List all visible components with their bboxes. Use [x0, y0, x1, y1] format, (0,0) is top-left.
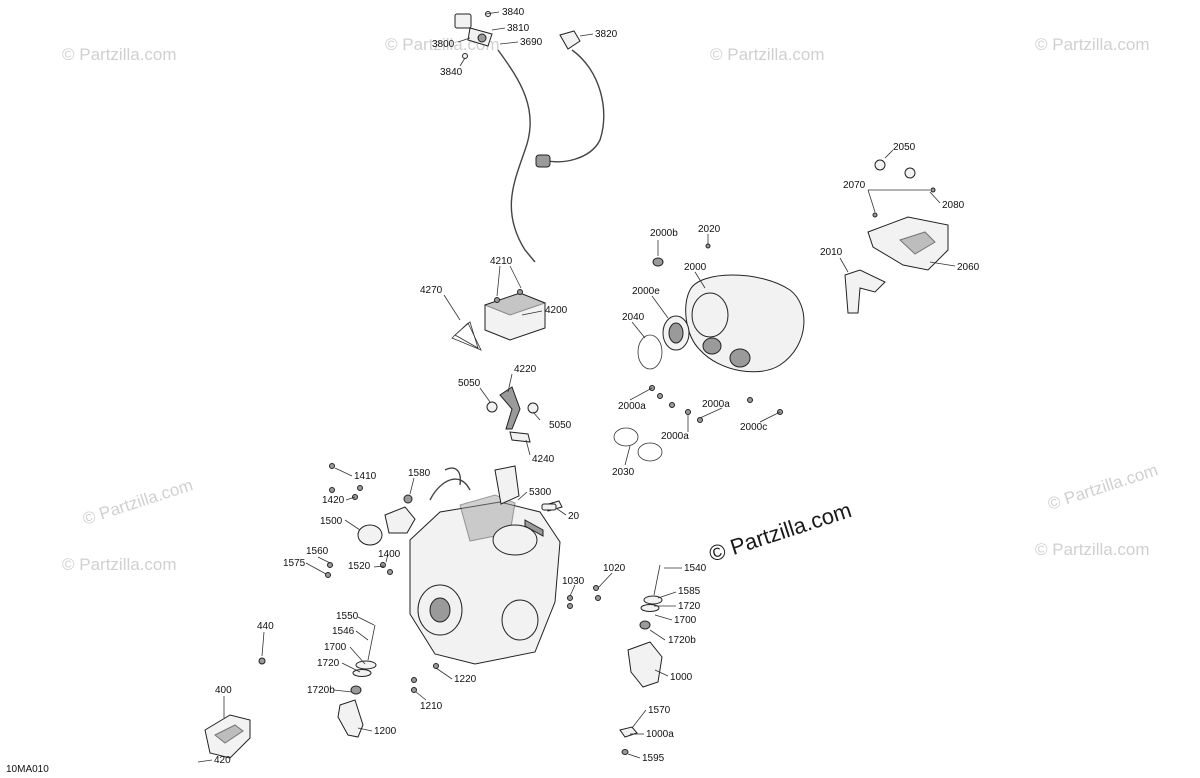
callout-2050: 2050	[893, 142, 916, 153]
callout-1700-right: 1700	[674, 615, 697, 626]
callout-1540: 1540	[684, 563, 707, 574]
watermarks: © Partzilla.com © Partzilla.com © Partzi…	[62, 35, 1160, 574]
callout-1020: 1020	[603, 563, 626, 574]
callout-1420: 1420	[322, 495, 345, 506]
callout-1030: 1030	[562, 576, 585, 587]
cvt-cover-icon	[637, 257, 805, 373]
callout-1550: 1550	[336, 611, 359, 622]
callout-2000b: 2000b	[650, 228, 678, 239]
callout-1570: 1570	[648, 705, 671, 716]
callout-1400: 1400	[378, 549, 401, 560]
left-engine-mount-icon	[337, 624, 377, 738]
callout-2040: 2040	[622, 312, 645, 323]
callout-2020: 2020	[698, 224, 721, 235]
callout-1200: 1200	[374, 726, 397, 737]
callout-2010: 2010	[820, 247, 843, 258]
callout-1410: 1410	[354, 471, 377, 482]
starter-icon	[357, 494, 416, 546]
leader-lines	[197, 11, 956, 763]
callout-5050-left: 5050	[458, 378, 481, 389]
callout-2000a-left: 2000a	[618, 401, 646, 412]
callout-2000: 2000	[684, 262, 707, 273]
callout-4270: 4270	[420, 285, 443, 296]
callout-3840-bottom: 3840	[440, 67, 463, 78]
callout-1210: 1210	[420, 701, 443, 712]
callout-20: 20	[568, 511, 580, 522]
callout-1520: 1520	[348, 561, 371, 572]
callout-1000a: 1000a	[646, 729, 674, 740]
callout-5300: 5300	[529, 487, 552, 498]
callout-1000: 1000	[670, 672, 693, 683]
callout-1546: 1546	[332, 626, 355, 637]
callout-3690: 3690	[520, 37, 543, 48]
callout-4200: 4200	[545, 305, 568, 316]
callout-1595: 1595	[642, 753, 665, 764]
callout-3840-top: 3840	[502, 7, 525, 18]
callout-420: 420	[214, 755, 231, 766]
callout-4220: 4220	[514, 364, 537, 375]
right-engine-mount-icon	[619, 564, 663, 755]
watermark-diag-right: © Partzilla.com	[1045, 460, 1160, 513]
callout-400: 400	[215, 685, 232, 696]
callout-1500: 1500	[320, 516, 343, 527]
watermark-diag-left: © Partzilla.com	[80, 475, 195, 528]
cable-assembly-icon	[454, 11, 605, 263]
engine-block-icon	[409, 465, 563, 665]
callout-2030: 2030	[612, 467, 635, 478]
callout-2000a-center: 2000a	[661, 431, 689, 442]
callout-1220: 1220	[454, 674, 477, 685]
callout-4210: 4210	[490, 256, 513, 267]
callout-labels: 3840 3810 3800 3690 3840 3820 2050 2070 …	[214, 7, 980, 766]
callout-1720b-left: 1720b	[307, 685, 335, 696]
watermark-mid-left: © Partzilla.com	[62, 555, 177, 574]
callout-440: 440	[257, 621, 274, 632]
watermark-mid-right: © Partzilla.com	[1035, 540, 1150, 559]
callout-1575: 1575	[283, 558, 306, 569]
watermark-top-right: © Partzilla.com	[710, 45, 825, 64]
ecm-module-icon	[451, 289, 547, 351]
clamp-icon	[613, 427, 663, 462]
harness-bracket-icon	[486, 386, 539, 443]
callout-3820: 3820	[595, 29, 618, 40]
callout-1720-right: 1720	[678, 601, 701, 612]
watermark-top-far-right: © Partzilla.com	[1035, 35, 1150, 54]
callout-1720-left: 1720	[317, 658, 340, 669]
callout-5050-right: 5050	[549, 420, 572, 431]
callout-1560: 1560	[306, 546, 329, 557]
callout-3800: 3800	[432, 39, 455, 50]
callout-3810: 3810	[507, 23, 530, 34]
callout-1700-left: 1700	[324, 642, 347, 653]
callout-2000c: 2000c	[740, 422, 767, 433]
rear-bracket-icon	[204, 657, 266, 759]
callout-2080: 2080	[942, 200, 965, 211]
watermark-top-left: © Partzilla.com	[62, 45, 177, 64]
callout-1585: 1585	[678, 586, 701, 597]
callout-4240: 4240	[532, 454, 555, 465]
callout-1720b-right: 1720b	[668, 635, 696, 646]
part-drawings	[204, 11, 949, 759]
callout-2070: 2070	[843, 180, 866, 191]
diagram-code: 10MA010	[6, 764, 49, 775]
callout-2000a-right: 2000a	[702, 399, 730, 410]
support-bracket-icon	[844, 159, 949, 314]
callout-2060: 2060	[957, 262, 980, 273]
callout-1580: 1580	[408, 468, 431, 479]
callout-2000e: 2000e	[632, 286, 660, 297]
watermark-center: © Partzilla.com	[706, 497, 855, 567]
